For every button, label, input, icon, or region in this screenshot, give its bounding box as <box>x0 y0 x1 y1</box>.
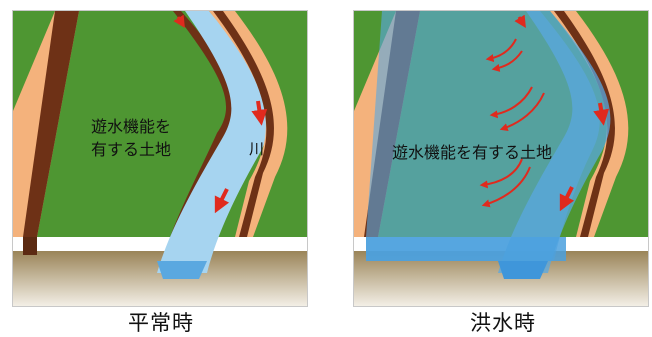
flow-arrow <box>559 186 575 212</box>
land-label: 遊水機能を 有する土地 <box>91 115 171 161</box>
flow-arrow <box>514 14 526 29</box>
flow-arrow <box>593 102 610 126</box>
normal-caption: 平常時 <box>128 311 194 335</box>
soil-cross-section <box>13 251 307 306</box>
river <box>157 11 270 273</box>
flow-arrow <box>214 188 230 214</box>
right-levee <box>209 11 288 237</box>
swirl-arrow <box>491 50 523 72</box>
swirl-arrow <box>481 166 531 208</box>
normal-diagram-panel: 遊水機能を 有する土地 川 <box>12 10 308 307</box>
river-label: 川 <box>249 140 265 158</box>
left-levee-slope <box>23 11 79 237</box>
land-label-line-2: 有する土地 <box>91 140 172 159</box>
inner-levee <box>165 11 237 253</box>
river-channel <box>498 11 611 273</box>
flood-diagram-panel: 遊水機能を有する土地 <box>353 10 649 307</box>
right-levee <box>550 11 629 237</box>
swirl-arrow <box>485 38 517 63</box>
land-label: 遊水機能を有する土地 <box>392 143 553 162</box>
flow-arrow <box>251 100 268 126</box>
land-label-line-1: 遊水機能を <box>91 117 172 136</box>
flood-caption: 洪水時 <box>470 311 536 335</box>
flood-diagram <box>354 11 648 306</box>
flow-arrow <box>173 14 185 29</box>
swirl-arrow <box>489 86 533 119</box>
swirl-arrow <box>479 158 523 189</box>
normal-diagram <box>13 11 307 306</box>
swirl-arrow <box>499 92 545 132</box>
